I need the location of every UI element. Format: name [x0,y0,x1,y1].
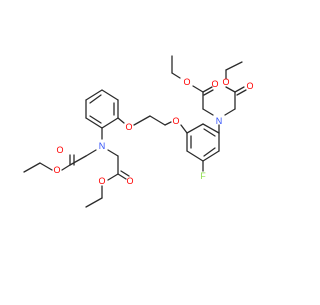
atom-oxygen-carbonyl: O [246,81,253,91]
bond [101,89,119,101]
bond [186,123,204,134]
left-benzene-ring [85,89,119,129]
bond [107,149,119,157]
atom-oxygen-ester: O [222,77,229,87]
bond [149,115,166,126]
atom-oxygen-carbonyl: O [211,79,218,89]
atom-oxygen-carbonyl: O [126,176,133,186]
aromatic-bond [89,115,102,124]
bond [117,173,127,180]
bond [85,197,103,208]
bond [101,117,119,129]
aromatic-bond [203,147,216,157]
bond [192,85,204,93]
bond [39,162,53,171]
bond [85,149,97,157]
bond [61,164,71,171]
atom-oxygen-ether-left: O [125,122,132,132]
atom-oxygen-ester: O [98,176,105,186]
bond [202,150,220,162]
bonds-layer [23,55,247,208]
bond [164,121,172,126]
molecule-drawing: O O F N N O O O O O O O O [23,55,254,208]
atom-oxygen-ester: O [53,165,60,175]
bond [171,72,181,79]
bond [85,117,103,129]
bond [236,89,247,96]
bond [203,89,214,96]
aromatic-bond [203,128,216,137]
bond [202,108,214,116]
bond [234,86,245,93]
atom-oxygen-ester: O [183,77,190,87]
bond [23,162,41,173]
bond [202,123,220,134]
bond [202,86,213,93]
aromatic-bond [89,94,102,104]
bond [133,115,151,126]
atom-oxygen-carbonyl: O [56,145,63,155]
bond [117,117,125,124]
atom-fluorine: F [200,171,206,181]
bond [85,89,103,101]
atom-oxygen-ether-right: O [172,116,179,126]
bond [224,108,236,116]
bond [186,150,204,162]
structure-canvas: O O F N N O O O O O O O O [23,55,254,208]
bond [107,173,119,181]
bond [120,170,130,177]
right-benzene-ring [186,123,220,162]
bond [225,86,236,93]
atom-nitrogen-left: N [99,141,106,151]
bond [180,124,188,134]
bond [225,61,243,71]
atom-labels-layer: O O F N N O O O O O O O O [53,77,253,186]
atom-nitrogen-right: N [216,116,223,126]
bond [69,155,87,166]
